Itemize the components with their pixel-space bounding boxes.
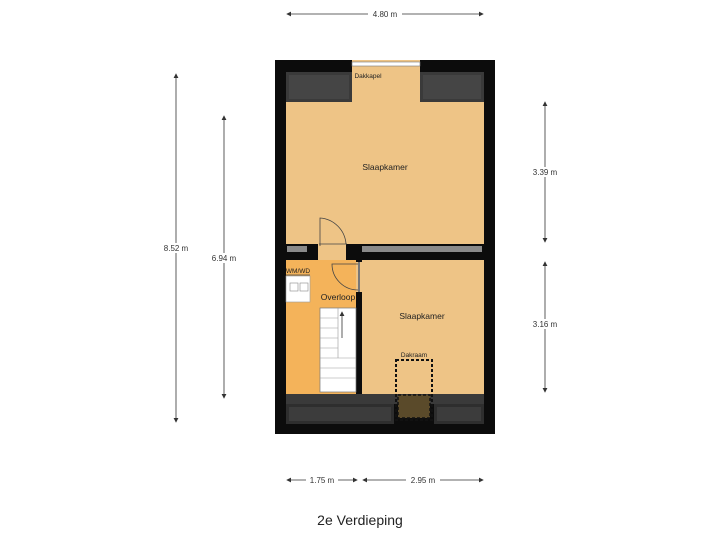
dim-bg-bottom-right [406,475,440,485]
roof-band-bottom [286,394,484,404]
dim-bottom-left: 1.75 m [310,476,335,485]
dim-top-width: 4.80 m [373,10,398,19]
label-wmwd: WM/WD [286,268,310,275]
dim-bg-inner [208,253,240,263]
roof-slope-right-inner [423,75,481,99]
dim-bg-total [160,243,192,253]
roof-slope-bottom-right-inner [437,407,481,421]
door-swing-top [319,217,347,246]
dim-total-height: 8.52 m [164,244,189,253]
wm-symbol [289,282,299,292]
label-overloop: Overloop [321,292,356,302]
door-swing-right [331,263,359,291]
middle-wall-gray-left [287,246,307,252]
wd-symbol [299,282,309,292]
label-dakraam: Dakraam [401,352,427,359]
dakraam-lower-dash [397,394,431,419]
dim-bg-right-upper [529,167,561,177]
floor-slaapkamer-bottom [362,260,484,394]
dakkapel-window [351,61,421,67]
dim-bg-right-lower [529,319,561,329]
label-dakkapel: Dakkapel [354,73,382,80]
dim-bg-top [368,9,402,19]
dakraam-lower [398,395,430,418]
dim-right-upper: 3.39 m [533,168,558,177]
dim-bottom-right: 2.95 m [411,476,436,485]
stair-treads [320,308,356,379]
vertical-wall [356,260,362,404]
label-slaapkamer-top: Slaapkamer [362,162,408,172]
roof-slope-bottom-left-inner [289,407,391,421]
dim-right-lower: 3.16 m [533,320,558,329]
label-slaapkamer-bottom: Slaapkamer [399,311,445,321]
dim-inner-height: 6.94 m [212,254,237,263]
dakraam [395,359,433,421]
roof-slope-left-inner [289,75,349,99]
dim-bg-bottom-left [306,475,338,485]
floor-title: 2e Verdieping [317,512,403,528]
door-opening-top [318,244,346,260]
middle-wall-gray-right [362,246,482,252]
